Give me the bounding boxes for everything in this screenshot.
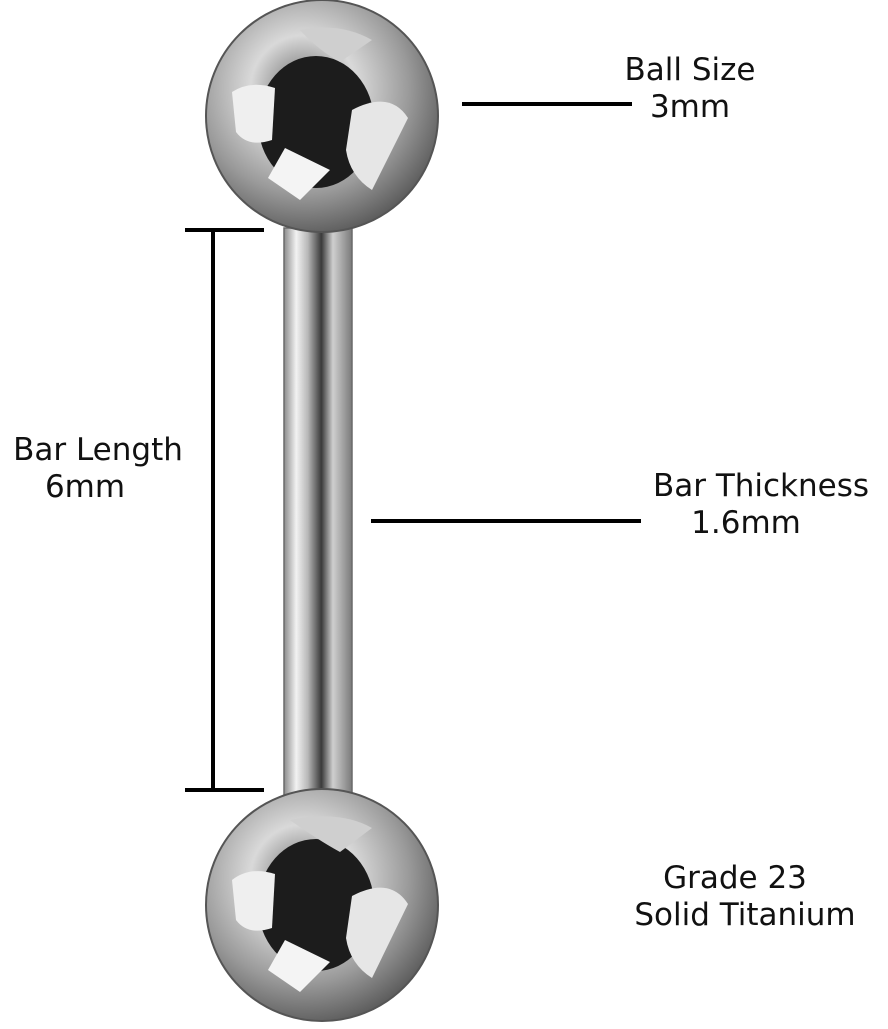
material-type: Solid Titanium xyxy=(634,897,856,934)
bottom-ball xyxy=(205,788,439,1022)
ball-size-title: Ball Size xyxy=(624,52,756,88)
material-label: Grade 23 Solid Titanium xyxy=(610,860,880,934)
ball-size-value: 3mm xyxy=(649,89,731,126)
bar-thickness-title: Bar Thickness xyxy=(652,468,870,504)
bar-shaft xyxy=(283,227,353,799)
bar-thickness-label: Bar Thickness 1.6mm xyxy=(636,468,886,542)
bar-thickness-value: 1.6mm xyxy=(691,505,801,542)
material-grade: Grade 23 xyxy=(663,860,807,896)
bar-length-label: Bar Length 6mm xyxy=(0,432,196,506)
bar-length-title: Bar Length xyxy=(13,432,183,468)
top-ball xyxy=(205,0,439,233)
bar-length-value: 6mm xyxy=(44,469,126,506)
ball-size-label: Ball Size 3mm xyxy=(600,52,780,126)
bar-length-bracket xyxy=(185,228,264,792)
